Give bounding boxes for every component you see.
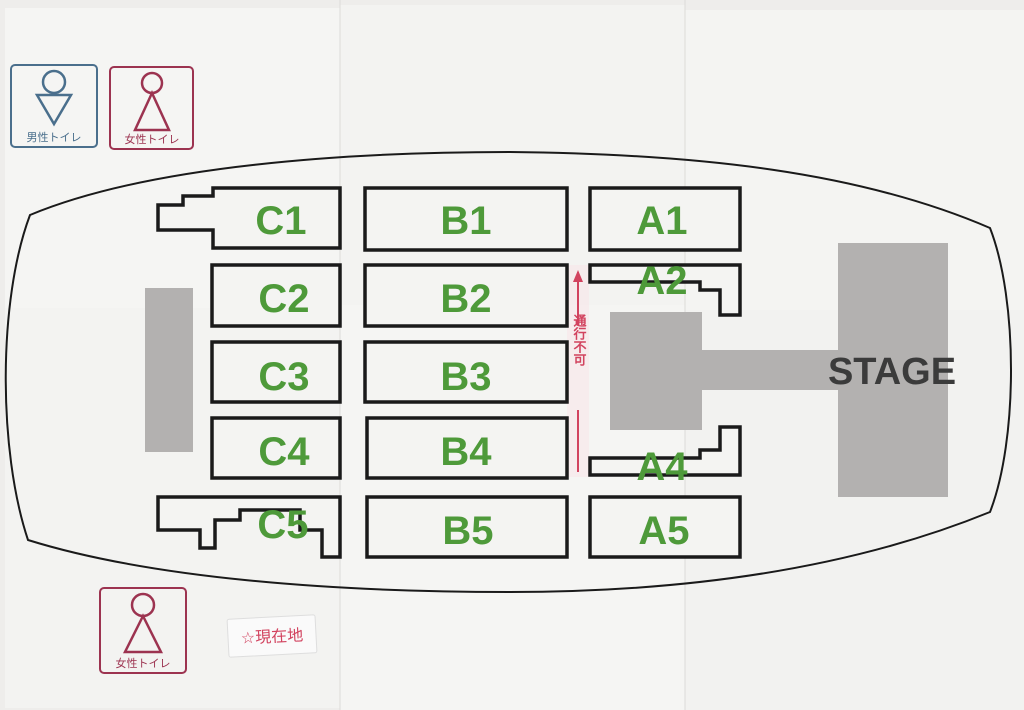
womens-restroom-label: 女性トイレ (116, 656, 171, 670)
block-B5[interactable]: B5 (365, 495, 569, 559)
block-label: A2 (636, 259, 687, 303)
womens-restroom-sign-2: 女性トイレ (99, 587, 187, 674)
arena-outline (4, 150, 1012, 594)
block-label: B3 (440, 355, 491, 399)
mens-restroom-label: 男性トイレ (27, 130, 82, 144)
block-label: B2 (440, 277, 491, 321)
block-B1[interactable]: B1 (363, 186, 569, 252)
block-label: C3 (258, 355, 309, 399)
current-location-marker: ☆現在地 (226, 614, 318, 658)
men-icon (41, 69, 67, 95)
current-location-label: ☆現在地 (240, 625, 303, 647)
block-label: C2 (258, 277, 309, 321)
block-label: C4 (258, 430, 310, 474)
block-B4[interactable]: B4 (365, 416, 569, 480)
block-C4[interactable]: C4 (210, 416, 342, 480)
stage-label: STAGE (828, 351, 956, 393)
block-B3[interactable]: B3 (363, 340, 569, 404)
block-label: B1 (440, 199, 491, 243)
block-A1[interactable]: A1 (588, 186, 742, 252)
block-label: C5 (257, 503, 308, 547)
block-C3[interactable]: C3 (210, 340, 342, 404)
left-gray-area (145, 288, 193, 452)
block-A2[interactable]: A2 (588, 259, 742, 317)
block-label: B5 (442, 509, 493, 553)
block-label: C1 (255, 199, 306, 243)
womens-restroom-sign: 女性トイレ (109, 66, 194, 150)
block-label: A5 (638, 509, 689, 553)
block-A4[interactable]: A4 (588, 425, 742, 489)
block-C2[interactable]: C2 (210, 263, 342, 328)
block-C5[interactable]: C5 (156, 495, 342, 559)
no-passage-label: 通行不可 (571, 313, 588, 367)
block-B2[interactable]: B2 (363, 263, 569, 328)
block-label: A1 (636, 199, 687, 243)
block-A5[interactable]: A5 (588, 495, 742, 559)
womens-restroom-label: 女性トイレ (125, 132, 180, 146)
center-platform (610, 312, 702, 430)
block-label: A4 (636, 445, 688, 489)
mens-restroom-sign: 男性トイレ (10, 64, 98, 148)
runway (700, 350, 840, 390)
block-C1[interactable]: C1 (156, 186, 342, 250)
stage (838, 243, 948, 497)
no-passage-marker: 通行不可 (567, 265, 589, 477)
block-label: B4 (440, 430, 492, 474)
